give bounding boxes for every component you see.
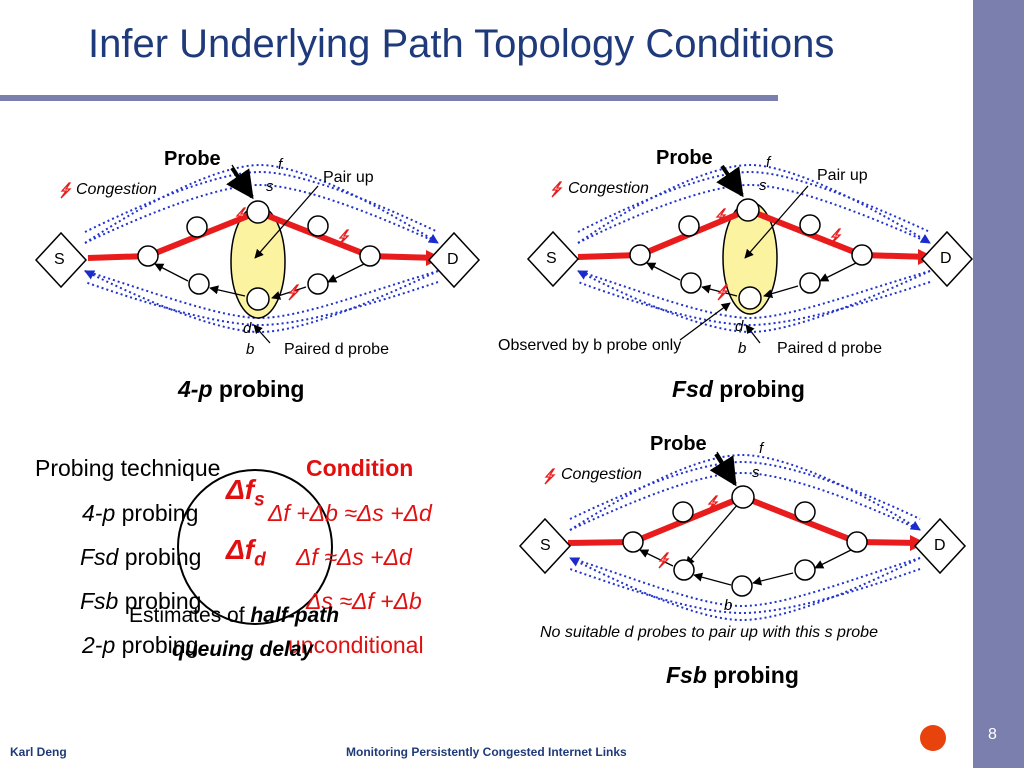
delta-fs-sub: s xyxy=(254,489,265,511)
router-nodes xyxy=(137,200,381,311)
s-label: s xyxy=(752,464,760,481)
caption-4p-suffix: probing xyxy=(218,376,305,402)
no-suitable-label: No suitable d probes to pair up with thi… xyxy=(540,624,878,641)
s-label: s xyxy=(759,177,767,194)
technique-prefix: 2-p xyxy=(82,632,116,658)
paired-d-probe-label: Paired d probe xyxy=(777,340,882,357)
caption-fsb-suffix: probing xyxy=(713,662,799,688)
delta-fd-sub: d xyxy=(254,549,266,571)
source-node xyxy=(526,230,580,288)
d-label: d xyxy=(735,318,744,335)
caption-4p-prefix: 4-p xyxy=(178,376,213,402)
technique-suffix: probing xyxy=(124,544,202,570)
dotted-paths xyxy=(569,453,921,622)
f-label: f xyxy=(759,440,764,457)
estimates-bold: half-path xyxy=(250,604,340,627)
caption-fsd-prefix: Fsd xyxy=(672,376,713,402)
b-label: b xyxy=(738,340,747,357)
destination-label: D xyxy=(934,537,946,554)
caption-fsd: Fsd probing xyxy=(672,376,805,403)
table-row-technique: 2-p probing xyxy=(82,632,198,659)
table-row-technique: 4-p probing xyxy=(82,500,198,527)
observed-by-b-label: Observed by b probe only xyxy=(498,337,682,354)
table-row-technique: Fsb probing xyxy=(80,588,201,615)
router-nodes xyxy=(629,198,873,310)
d-label: d xyxy=(243,320,252,337)
caption-fsb-prefix: Fsb xyxy=(666,662,707,688)
destination-label: D xyxy=(940,250,952,267)
technique-suffix: probing xyxy=(121,500,199,526)
probe-label: Probe xyxy=(656,147,713,169)
table-row-condition: Δf +Δb ≈Δs +Δd xyxy=(268,500,432,526)
congestion-label: Congestion xyxy=(76,181,157,198)
diagram-fsb xyxy=(518,451,967,622)
caption-fsd-suffix: probing xyxy=(719,376,805,402)
destination-label: D xyxy=(447,251,459,268)
source-label: S xyxy=(540,537,551,554)
caption-4p: 4-p probing xyxy=(178,376,304,403)
delta-fd-main: Δf xyxy=(226,534,255,565)
technique-suffix: probing xyxy=(124,588,202,614)
technique-prefix: Fsb xyxy=(80,588,119,614)
probe-label: Probe xyxy=(650,433,707,455)
congestion-icon xyxy=(544,468,555,485)
estimates-pre: Estimates of xyxy=(129,604,251,627)
source-label: S xyxy=(546,250,557,267)
f-label: f xyxy=(766,154,771,171)
caption-fsb: Fsb probing xyxy=(666,662,799,689)
technique-prefix: 4-p xyxy=(82,500,116,526)
router-nodes xyxy=(622,485,868,597)
estimates-label: Estimates of half-path xyxy=(129,604,339,628)
delta-circle xyxy=(177,469,333,625)
footer-author: Karl Deng xyxy=(10,745,67,759)
source-label: S xyxy=(54,251,65,268)
technique-prefix: Fsd xyxy=(80,544,119,570)
table-row-condition: unconditional xyxy=(288,632,424,658)
b-label: b xyxy=(724,597,733,614)
table-header-technique: Probing technique xyxy=(35,455,221,481)
pair-up-label: Pair up xyxy=(817,167,868,184)
congestion-label: Congestion xyxy=(561,466,642,483)
congestion-icon xyxy=(60,182,71,199)
footer-title: Monitoring Persistently Congested Intern… xyxy=(346,745,627,759)
footer-dot-icon xyxy=(920,725,946,751)
diagram-4p xyxy=(34,163,481,344)
delta-fs-main: Δf xyxy=(226,474,255,505)
f-label: f xyxy=(278,156,283,173)
slide-title: Infer Underlying Path Topology Condition… xyxy=(88,22,835,66)
queuing-delay-label: queuing delay xyxy=(172,638,314,661)
title-underline xyxy=(0,95,778,101)
congestion-icon xyxy=(717,284,728,301)
dotted-paths xyxy=(84,163,439,334)
congestion-icon xyxy=(658,552,669,569)
table-row-condition: Δf ≈Δs +Δd xyxy=(296,544,412,570)
table-row-technique: Fsd probing xyxy=(80,544,201,571)
destination-node xyxy=(427,231,481,289)
diagram-fsd xyxy=(526,163,974,344)
delta-fd-label: Δfd xyxy=(226,534,266,572)
destination-node xyxy=(920,230,974,288)
paired-d-probe-label: Paired d probe xyxy=(284,341,389,358)
b-label: b xyxy=(246,341,255,358)
table-header-condition: Condition xyxy=(306,455,414,481)
source-node xyxy=(34,231,88,289)
page-number: 8 xyxy=(988,726,997,743)
congestion-icon xyxy=(551,181,562,198)
congestion-label: Congestion xyxy=(568,180,649,197)
probe-label: Probe xyxy=(164,148,221,170)
destination-node xyxy=(913,517,967,575)
technique-suffix: probing xyxy=(121,632,199,658)
pair-up-label: Pair up xyxy=(323,169,374,186)
table-row-condition: Δs ≈Δf +Δb xyxy=(306,588,422,614)
slide-sidebar xyxy=(973,0,1024,768)
source-node xyxy=(518,517,572,575)
s-label: s xyxy=(266,178,274,195)
delta-fs-label: Δfs xyxy=(226,474,265,512)
congestion-icon xyxy=(288,284,299,301)
